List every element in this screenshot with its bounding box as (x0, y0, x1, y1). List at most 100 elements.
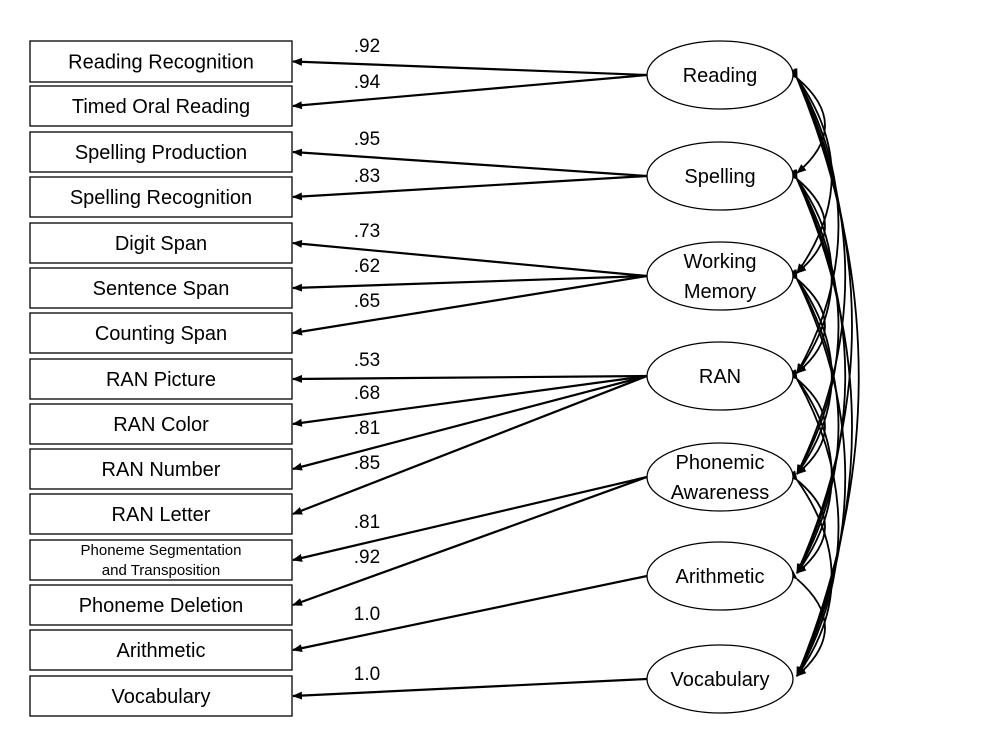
indicator-label: Sentence Span (93, 278, 230, 300)
indicator-label: and Transposition (102, 562, 220, 579)
indicator-label: Phoneme Deletion (79, 595, 244, 617)
loading-arrow (292, 374, 648, 427)
correlation-arc (789, 269, 840, 574)
factor-ellipse: Spelling (646, 141, 794, 211)
indicator-box: Phoneme Deletion (29, 584, 293, 626)
indicator-label: RAN Color (113, 414, 209, 436)
factor-shape (646, 141, 794, 211)
factor-ellipse: Reading (646, 40, 794, 110)
loading-arrow (292, 475, 648, 562)
correlation-arc (789, 169, 853, 677)
loading-labels: .92.94.95.83.73.62.65.53.68.81.85.81.921… (354, 36, 381, 685)
factor-shape (646, 442, 794, 512)
factor-label: Reading (683, 65, 758, 87)
loading-value: .81 (354, 418, 380, 439)
factor-label: Spelling (684, 166, 755, 188)
indicator-box: RAN Number (29, 448, 293, 490)
correlation-arcs (787, 68, 860, 677)
correlation-arc (787, 170, 826, 274)
loading-arrow (292, 239, 648, 278)
indicator-label: Counting Span (95, 323, 227, 345)
indicator-rect (29, 403, 293, 445)
factor-shape (646, 241, 794, 311)
indicator-label: Arithmetic (117, 640, 206, 662)
indicator-box: Sentence Span (29, 267, 293, 309)
loading-value: .85 (354, 453, 380, 474)
indicator-rect (29, 176, 293, 218)
loading-value: 1.0 (354, 664, 380, 685)
indicator-box: Spelling Recognition (29, 176, 293, 218)
loading-arrow (292, 148, 648, 178)
loading-arrow (292, 174, 648, 201)
correlation-arc (787, 370, 826, 475)
indicator-rect (29, 312, 293, 354)
factor-shape (646, 644, 794, 714)
correlation-arc (788, 369, 833, 574)
factor-label: Awareness (671, 482, 770, 504)
factor-ellipse: Vocabulary (646, 644, 794, 714)
indicator-box: Digit Span (29, 222, 293, 264)
loading-arrow (292, 374, 648, 471)
loading-arrow (292, 475, 648, 607)
indicator-box: Spelling Production (29, 131, 293, 173)
indicator-rect (29, 40, 293, 83)
indicator-box: RAN Letter (29, 493, 293, 535)
indicator-label: Timed Oral Reading (72, 96, 250, 118)
indicator-label: RAN Number (102, 459, 221, 481)
indicator-label: Vocabulary (112, 686, 211, 708)
factor-ellipse: RAN (646, 341, 794, 411)
indicator-label: Phoneme Segmentation (81, 542, 242, 559)
factor-shape (646, 40, 794, 110)
loading-value: .92 (354, 36, 380, 57)
indicator-box: Timed Oral Reading (29, 85, 293, 127)
loading-arrows (292, 57, 648, 700)
loading-value: .83 (354, 166, 380, 187)
loading-value: .92 (354, 547, 380, 568)
indicator-box: Phoneme Segmentation and Transposition (29, 539, 293, 581)
indicator-box: Arithmetic (29, 629, 293, 671)
correlation-arc (788, 68, 833, 274)
factor-shape (646, 541, 794, 611)
loading-value: .68 (354, 383, 380, 404)
correlation-arc (789, 169, 840, 475)
loading-value: .95 (354, 129, 380, 150)
loading-arrow (292, 374, 648, 383)
loading-arrow (292, 274, 648, 292)
factor-label: RAN (699, 366, 741, 388)
correlation-arc (789, 369, 840, 677)
loading-value: .53 (354, 350, 380, 371)
indicator-label: Reading Recognition (68, 52, 254, 74)
loading-arrow (292, 274, 648, 336)
correlation-arc (787, 570, 826, 677)
loading-value: .81 (354, 512, 380, 533)
loading-arrow (292, 677, 648, 700)
indicator-rect (29, 131, 293, 173)
loading-value: .73 (354, 221, 380, 242)
indicator-box: RAN Color (29, 403, 293, 445)
indicator-box: RAN Picture (29, 358, 293, 400)
indicator-rect (29, 448, 293, 490)
indicator-label: Spelling Recognition (70, 187, 252, 209)
indicator-rect (29, 675, 293, 717)
loading-arrow (292, 374, 648, 516)
indicator-box: Counting Span (29, 312, 293, 354)
indicator-rect (29, 539, 293, 581)
factor-label: Memory (684, 281, 756, 303)
loading-arrow (292, 57, 648, 77)
factor-label: Working (684, 251, 757, 273)
loading-value: .94 (354, 72, 381, 93)
correlation-arc (789, 68, 853, 574)
correlation-arc (789, 68, 860, 677)
indicator-box: Vocabulary (29, 675, 293, 717)
factor-label: Vocabulary (671, 669, 770, 691)
correlation-arc (787, 270, 826, 374)
correlation-arc (788, 269, 833, 475)
indicator-rect (29, 358, 293, 400)
indicator-label: RAN Picture (106, 369, 216, 391)
indicator-rect (29, 85, 293, 127)
